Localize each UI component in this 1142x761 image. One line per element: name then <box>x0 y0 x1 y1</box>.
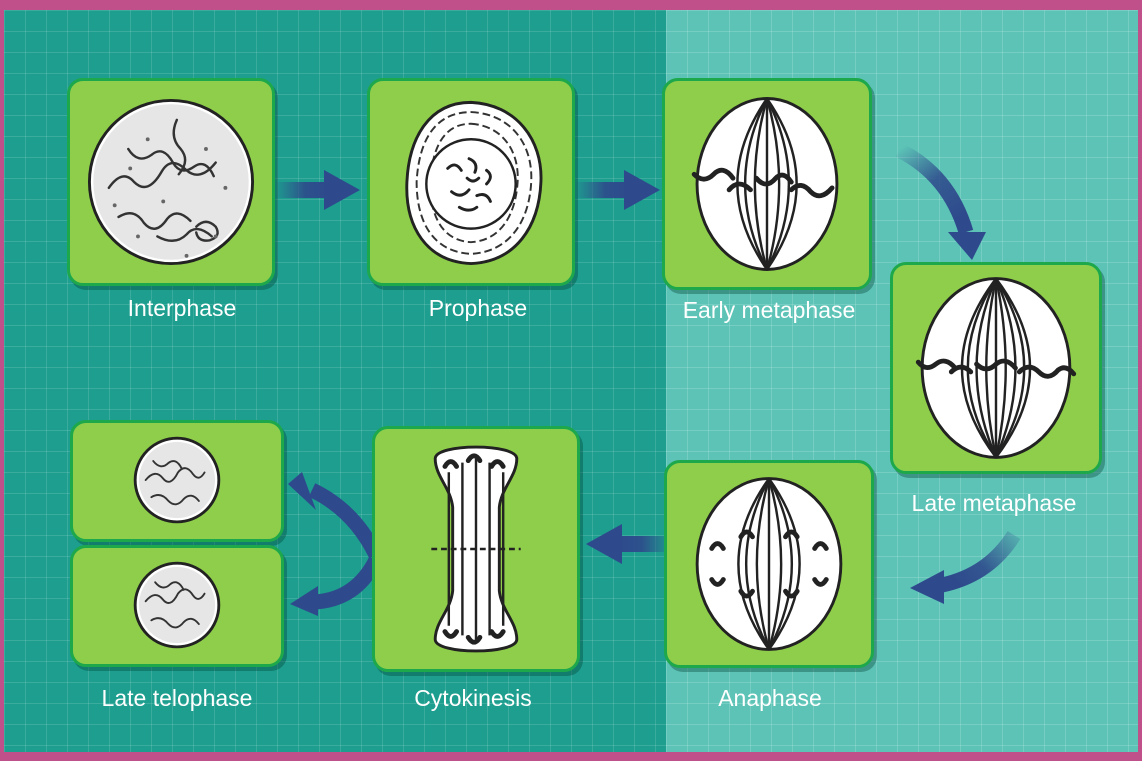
arrow-early-to-late-metaphase <box>899 150 986 260</box>
arrow-interphase-to-prophase <box>274 170 360 210</box>
cytokinesis-box <box>372 426 580 672</box>
arrow-cytokinesis-to-telophase-lower <box>290 560 376 616</box>
early-metaphase-cell-icon <box>665 81 869 287</box>
prophase-box <box>367 78 575 286</box>
arrow-cytokinesis-to-telophase-upper <box>288 472 376 555</box>
prophase-label: Prophase <box>429 295 527 322</box>
arrow-anaphase-to-cytokinesis <box>586 524 672 564</box>
daughter-cell-lower-icon <box>73 548 281 664</box>
late-metaphase-label: Late metaphase <box>912 490 1077 517</box>
cytokinesis-label: Cytokinesis <box>414 685 532 712</box>
late-metaphase-box <box>890 262 1102 474</box>
late-metaphase-cell-icon <box>893 265 1099 471</box>
anaphase-box <box>664 460 874 668</box>
daughter-cell-upper-icon <box>73 423 281 539</box>
cytokinesis-cell-icon <box>375 429 577 669</box>
interphase-label: Interphase <box>128 295 237 322</box>
anaphase-label: Anaphase <box>718 685 822 712</box>
early-metaphase-box <box>662 78 872 290</box>
arrow-prophase-to-early-metaphase <box>574 170 660 210</box>
late-telophase-lower-box <box>70 545 284 667</box>
mitosis-diagram: Interphase Prophase <box>4 10 1138 752</box>
arrow-late-metaphase-to-anaphase <box>910 535 1014 604</box>
late-telophase-upper-box <box>70 420 284 542</box>
early-metaphase-label: Early metaphase <box>683 297 856 324</box>
prophase-cell-icon <box>370 81 572 283</box>
anaphase-cell-icon <box>667 463 871 665</box>
interphase-box <box>67 78 275 286</box>
interphase-cell-icon <box>70 81 272 283</box>
late-telophase-label: Late telophase <box>102 685 253 712</box>
